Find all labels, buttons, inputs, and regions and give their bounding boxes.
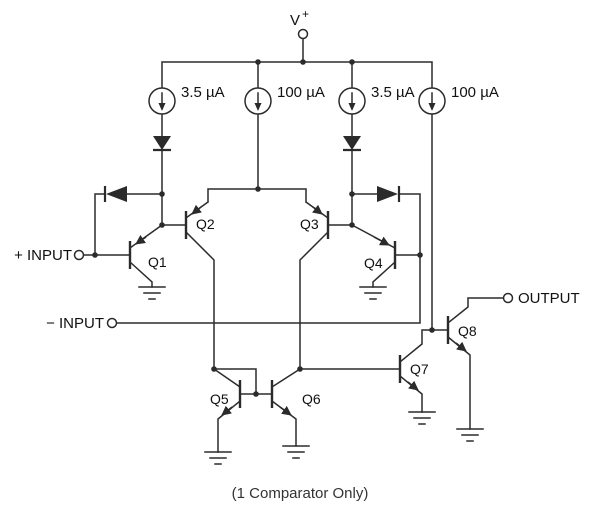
ground-q4-icon xyxy=(359,286,387,300)
ground-q5-icon xyxy=(204,451,232,465)
terminals xyxy=(73,28,514,329)
q7-label: Q7 xyxy=(410,361,429,377)
series-diode-right-icon xyxy=(343,136,361,150)
output-terminal xyxy=(502,292,514,304)
q3-label: Q3 xyxy=(300,216,319,232)
current-source-1 xyxy=(148,87,176,115)
caption: (1 Comparator Only) xyxy=(232,485,369,502)
current-source-2-label: 100 µA xyxy=(277,84,325,101)
q5-emitter-arrow-icon xyxy=(221,405,233,416)
q5-label: Q5 xyxy=(210,391,229,407)
junction-dots xyxy=(92,59,435,397)
positive-input-terminal xyxy=(73,249,85,261)
ground-q6-icon xyxy=(282,445,310,459)
negative-input-label: − INPUT xyxy=(46,315,104,332)
q3-emitter-arrow-icon xyxy=(312,204,323,215)
q6-label: Q6 xyxy=(302,391,321,407)
q7-emitter-arrow-icon xyxy=(407,380,419,391)
supply-label-sup: + xyxy=(302,7,309,21)
q4-label: Q4 xyxy=(364,255,383,271)
current-source-1-label: 3.5 µA xyxy=(181,84,225,101)
clamp-diode-right-icon xyxy=(377,186,398,202)
series-diode-left-icon xyxy=(153,136,171,150)
q1-label: Q1 xyxy=(148,254,167,270)
current-source-4-label: 100 µA xyxy=(451,84,499,101)
ground-q7-icon xyxy=(408,411,436,425)
positive-input-label: + INPUT xyxy=(14,247,72,264)
q2-label: Q2 xyxy=(196,216,215,232)
q6-emitter-arrow-icon xyxy=(279,405,292,416)
q8-emitter-arrow-icon xyxy=(455,341,467,352)
v-plus-terminal xyxy=(297,28,309,40)
emitter-arrows xyxy=(135,204,467,416)
supply-label: V xyxy=(290,12,300,29)
current-source-4 xyxy=(418,87,446,115)
q8-label: Q8 xyxy=(458,323,477,339)
ground-q8-icon xyxy=(456,428,484,442)
labels: V + 3.5 µA 100 µA 3.5 µA 100 µA Q1 Q2 Q3… xyxy=(14,7,580,502)
diodes xyxy=(103,136,401,202)
negative-input-terminal xyxy=(106,317,118,329)
transistor-bars xyxy=(128,211,450,408)
ground-q1-icon xyxy=(138,286,166,300)
current-source-2 xyxy=(244,87,272,115)
current-source-3-label: 3.5 µA xyxy=(371,84,415,101)
clamp-diode-left-icon xyxy=(106,186,127,202)
q2-emitter-arrow-icon xyxy=(191,204,202,215)
output-label: OUTPUT xyxy=(518,290,580,307)
q4-emitter-arrow-icon xyxy=(373,236,390,246)
current-sources xyxy=(148,87,446,115)
ground-symbols xyxy=(138,286,484,465)
q1-emitter-arrow-icon xyxy=(135,234,147,245)
current-source-3 xyxy=(338,87,366,115)
